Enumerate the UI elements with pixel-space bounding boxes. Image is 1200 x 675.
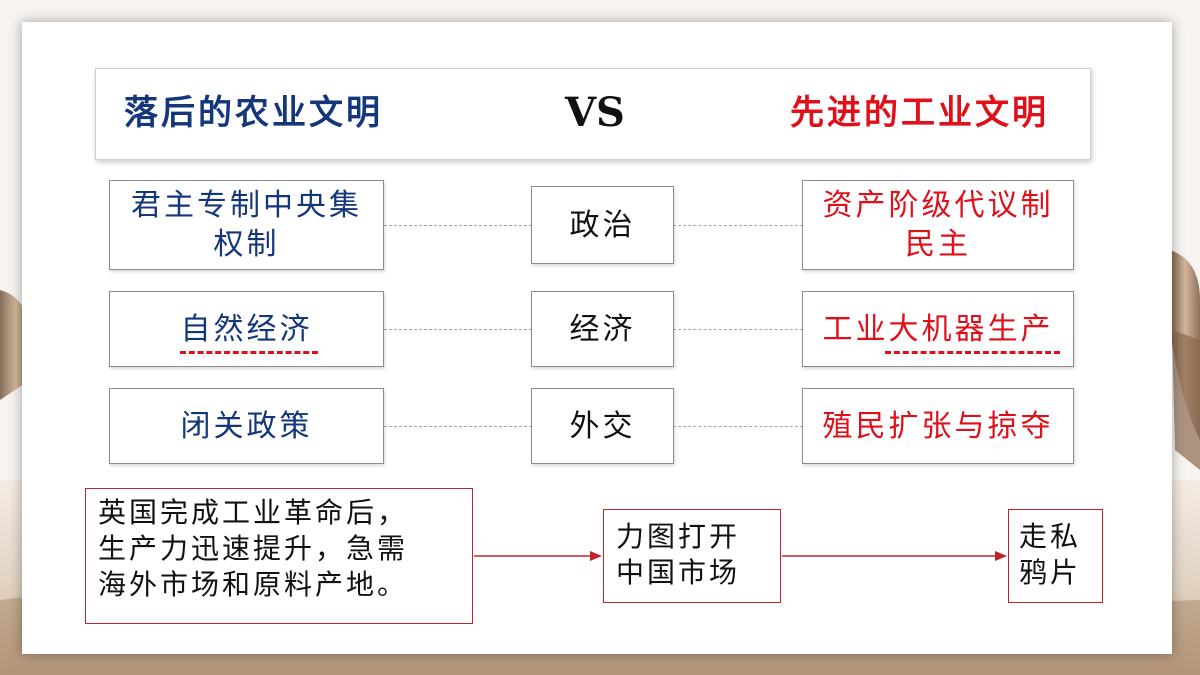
diplomacy-industry-box: 殖民扩张与掠夺: [802, 388, 1074, 464]
emphasis-underline: [885, 351, 1060, 354]
diplomacy-agriculture-box: 闭关政策: [109, 388, 384, 464]
economy-category-box: 经济: [531, 291, 674, 367]
result-box: 走私 鸦片: [1008, 509, 1103, 603]
connector-line: [384, 225, 532, 226]
agriculture-title: 落后的农业文明: [124, 93, 383, 133]
diplomacy-category-box: 外交: [531, 388, 674, 464]
connector-line: [673, 225, 803, 226]
header-banner: [95, 68, 1091, 160]
connector-line: [673, 426, 803, 427]
emphasis-underline: [180, 351, 318, 354]
arrow-head: [995, 551, 1007, 561]
industry-title: 先进的工业文明: [790, 93, 1049, 133]
politics-industry-box: 资产阶级代议制 民主: [802, 180, 1074, 270]
cause-box: 英国完成工业革命后， 生产力迅速提升，急需 海外市场和原料产地。: [85, 488, 473, 624]
politics-agriculture-box: 君主专制中央集 权制: [109, 180, 384, 270]
arrow-head: [590, 551, 602, 561]
politics-category-box: 政治: [531, 186, 674, 264]
economy-industry-box: 工业大机器生产: [802, 291, 1074, 367]
connector-line: [384, 329, 532, 330]
economy-agriculture-box: 自然经济: [109, 291, 384, 367]
vs-label: VS: [565, 89, 625, 136]
connector-line: [384, 426, 532, 427]
connector-line: [673, 329, 803, 330]
goal-box: 力图打开 中国市场: [603, 509, 781, 603]
